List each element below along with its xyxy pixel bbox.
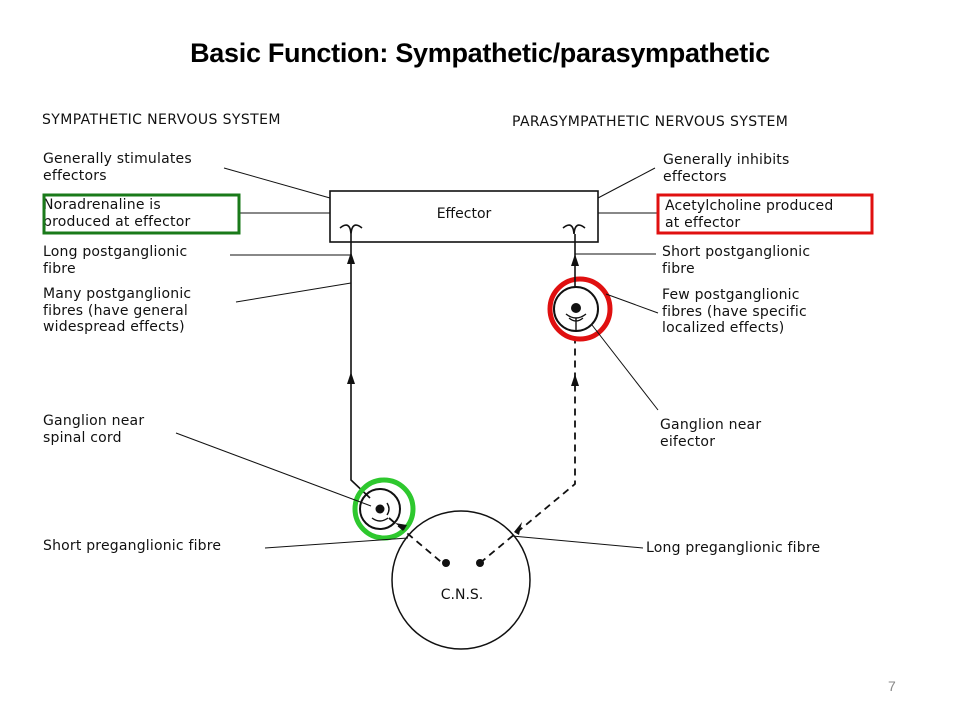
ganglion-cell-dot [571,303,581,313]
acetylcholine-highlight-box [656,193,874,235]
green-highlight-circle [352,477,416,541]
label-long-preganglionic: Long preganglionic fibre [646,540,821,556]
red-highlight-circle [547,276,613,342]
leader-line [223,167,331,199]
leader-line [605,293,659,314]
arrow-icon [347,372,355,384]
effector-label: Effector [436,206,492,222]
parasympathetic-receptor-icon [562,224,586,235]
cns-circle [391,510,531,650]
leader-line [235,282,352,303]
effector-box [329,190,599,243]
leader-line [511,535,644,549]
sympathetic-ganglion [359,488,401,530]
cns-neuron-dot [442,559,450,567]
parasympathetic-preganglionic-fibre [479,330,576,564]
label-generally-inhibits: Generally inhibits effectors [663,152,790,185]
label-noradrenaline: Noradrenaline is produced at effector [43,197,191,230]
ganglion-cell-dot [375,504,385,514]
arrow-icon [395,523,407,530]
sympathetic-receptor-icon [339,224,363,235]
ganglion-synapse-arc [371,517,389,522]
label-acetylcholine: Acetylcholine produced at effector [665,198,834,231]
ganglion-synapse-arc [386,502,390,516]
label-short-postganglionic: Short postganglionic fibre [662,244,811,277]
label-short-preganglionic: Short preganglionic fibre [43,538,222,554]
slide-title: Basic Function: Sympathetic/parasympathe… [190,38,770,68]
leader-line [597,167,656,199]
sympathetic-postganglionic-fibre [350,234,371,499]
label-few-postganglionic: Few postganglionic fibres (have specific… [662,287,807,336]
page-number: 7 [888,678,896,694]
label-long-postganglionic: Long postganglionic fibre [43,244,188,277]
label-generally-stimulates: Generally stimulates effectors [43,151,192,184]
ganglion-synapse-arc [565,313,587,319]
leader-line [175,432,372,507]
noradrenaline-highlight-box [42,193,241,235]
cns-label: C.N.S. [440,587,484,603]
leader-line [264,537,409,549]
label-many-postganglionic: Many postganglionic fibres (have general… [43,286,192,335]
label-ganglion-near-effector: Ganglion near eifector [660,417,762,450]
sympathetic-header: SYMPATHETIC NERVOUS SYSTEM [42,112,281,128]
leader-line [591,324,659,411]
label-ganglion-near-spinal-cord: Ganglion near spinal cord [43,413,145,446]
parasympathetic-header: PARASYMPATHETIC NERVOUS SYSTEM [512,114,789,130]
arrow-icon [347,252,355,264]
arrow-icon [571,374,579,386]
arrow-icon [514,522,522,535]
sympathetic-preganglionic-fibre [388,517,447,567]
arrow-icon [571,254,579,266]
